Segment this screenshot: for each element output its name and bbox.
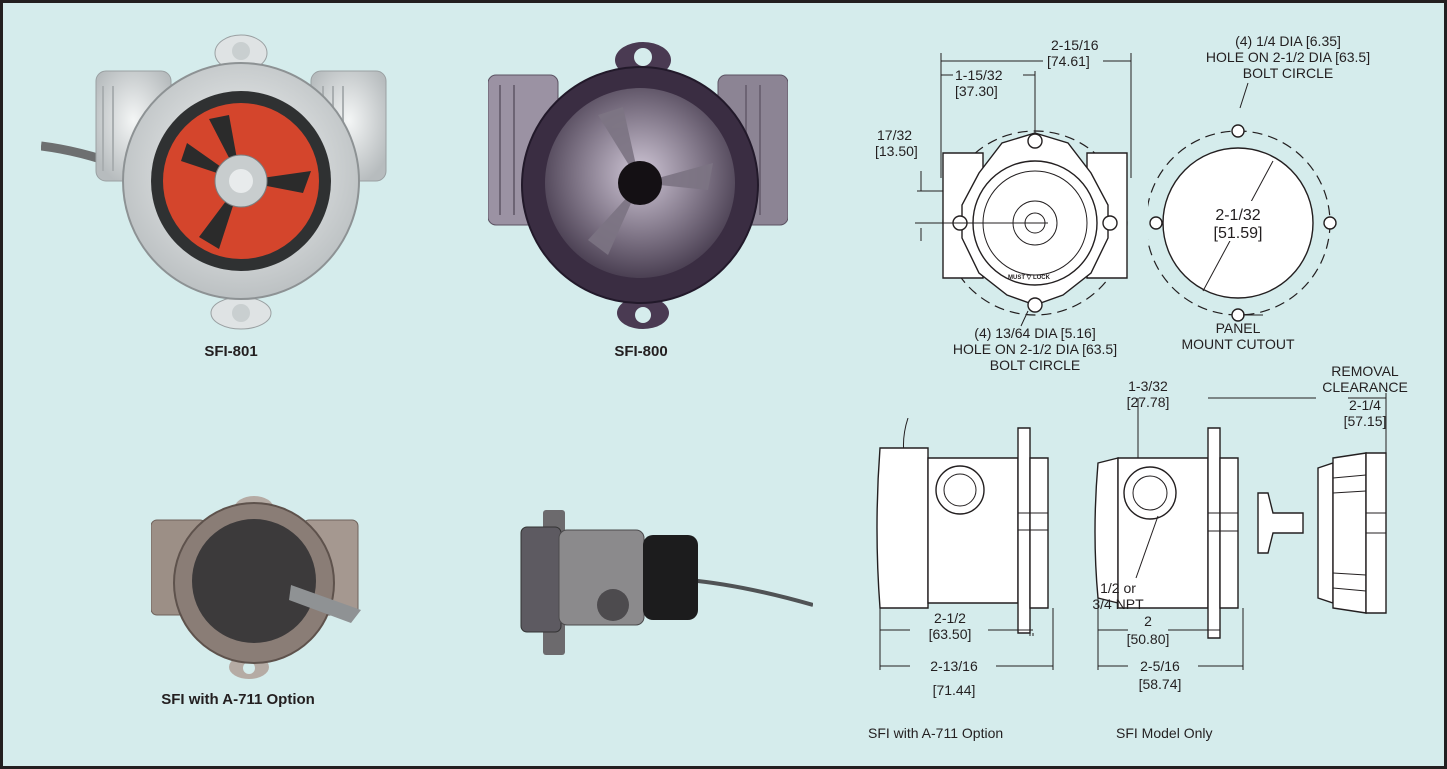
sfi-801-flow-indicator-photo (41, 34, 387, 330)
a711-dim1: 2-1/2 (934, 610, 966, 626)
front-hole-note-3: BOLT CIRCLE (990, 357, 1081, 373)
dim-overall-width: 2-15/16 (1051, 37, 1099, 53)
panel-cutout-drawing: (4) 1/4 DIA [6.35] HOLE ON 2-1/2 DIA [63… (1148, 33, 1370, 352)
sfi-801-caption: SFI-801 (204, 343, 258, 360)
a711-dim2: 2-13/16 (930, 658, 978, 674)
a711-side-caption: SFI with A-711 Option (868, 725, 1003, 741)
dim-overall-width-mm: [74.61] (1047, 53, 1090, 69)
removal-label-2: CLEARANCE (1322, 379, 1408, 395)
model-top-dim: 1-3/32 (1128, 378, 1168, 394)
model-dim1: 2 (1144, 613, 1152, 629)
npt-label-2: 3/4 NPT (1092, 596, 1144, 612)
front-view-dimension-drawing: 2-15/16 [74.61] 1-15/32 [37.30] 17/32 [1… (875, 37, 1132, 373)
dim-offset: 17/32 (877, 127, 912, 143)
model-caption: SFI Model Only (1116, 725, 1212, 741)
sfi-800-flow-indicator-photo (488, 42, 788, 329)
side-view-model-drawing: REMOVAL CLEARANCE 2-1/4 [57.15] 1-3/32 [… (1092, 363, 1408, 741)
panel-hole-note-2: HOLE ON 2-1/2 DIA [63.5] (1206, 49, 1370, 65)
must-lock-mark: MUST ▽ LOCK (1008, 275, 1051, 281)
front-hole-note-2: HOLE ON 2-1/2 DIA [63.5] (953, 341, 1117, 357)
model-dim2: 2-5/16 (1140, 658, 1180, 674)
model-dim1-mm: [50.80] (1127, 631, 1170, 647)
dim-half-width-mm: [37.30] (955, 83, 998, 99)
side-view-a711-drawing: 2-1/2 [63.50] 2-13/16 [71.44] SFI with A… (868, 418, 1054, 741)
a711-dim2-mm: [71.44] (933, 682, 976, 698)
panel-label-2: MOUNT CUTOUT (1181, 336, 1294, 352)
npt-label-1: 1/2 or (1100, 580, 1136, 596)
panel-hole-note-1: (4) 1/4 DIA [6.35] (1235, 33, 1341, 49)
front-hole-note-1: (4) 13/64 DIA [5.16] (974, 325, 1095, 341)
panel-label-1: PANEL (1216, 320, 1261, 336)
sfi-a711-front-photo (151, 496, 361, 679)
dim-offset-mm: [13.50] (875, 143, 918, 159)
sfi-800-caption: SFI-800 (614, 343, 668, 360)
removal-dim-mm: [57.15] (1344, 413, 1387, 429)
cutout-diameter: 2-1/32 (1215, 207, 1260, 224)
sfi-a711-side-photo (520, 510, 813, 655)
dim-half-width: 1-15/32 (955, 67, 1003, 83)
removal-dim: 2-1/4 (1349, 397, 1381, 413)
cutout-diameter-mm: [51.59] (1214, 225, 1263, 242)
model-dim2-mm: [58.74] (1139, 676, 1182, 692)
panel-hole-note-3: BOLT CIRCLE (1243, 65, 1334, 81)
removal-label-1: REMOVAL (1331, 363, 1399, 379)
model-top-dim-mm: [27.78] (1127, 394, 1170, 410)
a711-front-caption: SFI with A-711 Option (161, 691, 315, 708)
a711-dim1-mm: [63.50] (929, 626, 972, 642)
